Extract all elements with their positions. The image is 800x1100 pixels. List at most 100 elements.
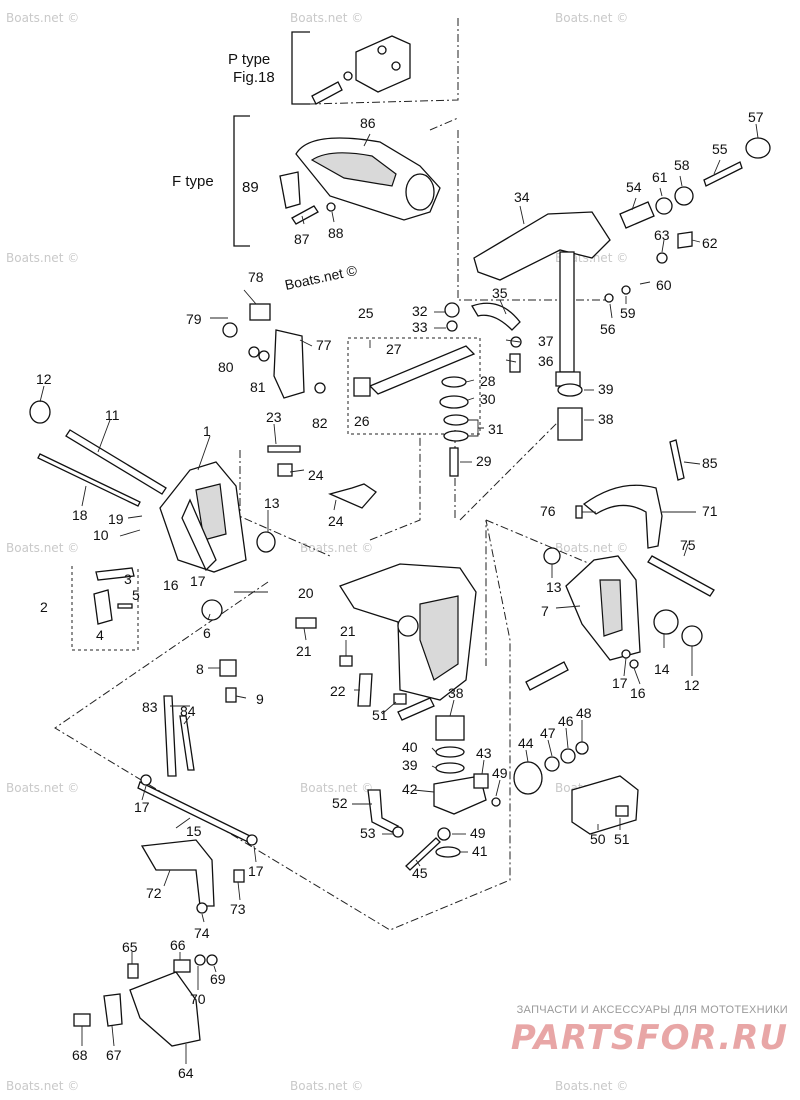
watermark: Boats.net © bbox=[555, 541, 628, 555]
brand-block: ЗАПЧАСТИ И АКСЕССУАРЫ ДЛЯ МОТОТЕХНИКИ PA… bbox=[511, 1004, 788, 1058]
part-number-70: 70 bbox=[190, 991, 206, 1007]
p-type-fig-label: Fig.18 bbox=[233, 69, 275, 86]
part-number-88: 88 bbox=[328, 225, 344, 241]
boundary-lines bbox=[54, 18, 610, 931]
part-number-39: 39 bbox=[598, 381, 614, 397]
part-number-27: 27 bbox=[386, 341, 402, 357]
part-number-45: 45 bbox=[412, 865, 428, 881]
tilt-lever-part bbox=[582, 484, 663, 549]
part-number-42: 42 bbox=[402, 781, 418, 797]
p-type-bracket bbox=[291, 31, 310, 105]
bracket-64-part bbox=[129, 971, 201, 1047]
part-number-25: 25 bbox=[358, 305, 374, 321]
part-number-87: 87 bbox=[294, 231, 310, 247]
part-number-10: 10 bbox=[93, 527, 109, 543]
cover-plate-part bbox=[571, 775, 639, 835]
part-number-49: 49 bbox=[492, 765, 508, 781]
part-number-78: 78 bbox=[248, 269, 264, 285]
part-number-74: 74 bbox=[194, 925, 210, 941]
watermark: Boats.net © bbox=[555, 1079, 628, 1093]
part-number-26: 26 bbox=[354, 413, 370, 429]
part-number-17-right: 17 bbox=[612, 675, 628, 691]
leader-lines bbox=[39, 123, 759, 1064]
part-labels: 1 2 3 4 5 6 7 8 9 10 11 12 13 13 14 12 1… bbox=[36, 109, 764, 1081]
watermark: Boats.net © bbox=[290, 1079, 363, 1093]
part-number-29: 29 bbox=[476, 453, 492, 469]
part-number-86: 86 bbox=[360, 115, 376, 131]
part-number-12-left: 12 bbox=[36, 371, 52, 387]
part-number-63: 63 bbox=[654, 227, 670, 243]
part-number-62: 62 bbox=[702, 235, 718, 251]
part-number-28: 28 bbox=[480, 373, 496, 389]
tilt-shaft-part bbox=[65, 429, 167, 495]
part-number-59: 59 bbox=[620, 305, 636, 321]
p-type-bracket-part bbox=[355, 35, 411, 93]
part-number-61: 61 bbox=[652, 169, 668, 185]
part-number-57: 57 bbox=[748, 109, 764, 125]
part-number-24: 24 bbox=[308, 467, 324, 483]
part-number-53: 53 bbox=[360, 825, 376, 841]
watermark: Boats.net © bbox=[300, 781, 373, 795]
watermark: Boats.net © bbox=[290, 11, 363, 25]
f-type-label: F type bbox=[172, 173, 214, 190]
part-number-43: 43 bbox=[476, 745, 492, 761]
watermark: Boats.net © bbox=[6, 781, 79, 795]
part-number-2: 2 bbox=[40, 599, 48, 615]
part-number-11: 11 bbox=[105, 407, 120, 423]
part-number-6: 6 bbox=[203, 625, 211, 641]
part-number-18: 18 bbox=[72, 507, 88, 523]
watermark: Boats.net © bbox=[6, 1079, 79, 1093]
f-type-bracket bbox=[233, 115, 250, 247]
part-number-58: 58 bbox=[674, 157, 690, 173]
part-number-39-lower: 39 bbox=[402, 757, 418, 773]
part-number-52: 52 bbox=[332, 795, 348, 811]
part-number-40: 40 bbox=[402, 739, 418, 755]
steering-bracket-part bbox=[473, 211, 611, 281]
part-number-33: 33 bbox=[412, 319, 428, 335]
part-number-81: 81 bbox=[250, 379, 266, 395]
part-number-20: 20 bbox=[298, 585, 314, 601]
part-number-16: 16 bbox=[163, 577, 179, 593]
part-number-35: 35 bbox=[492, 285, 508, 301]
part-number-48: 48 bbox=[576, 705, 592, 721]
part-number-80: 80 bbox=[218, 359, 234, 375]
part-number-47: 47 bbox=[540, 725, 556, 741]
part-number-83: 83 bbox=[142, 699, 158, 715]
part-number-23: 23 bbox=[266, 409, 282, 425]
part-number-13-right: 13 bbox=[546, 579, 562, 595]
brand-logo: PARTSFOR.RU bbox=[510, 1018, 788, 1058]
part-number-9: 9 bbox=[256, 691, 264, 707]
part-number-22: 22 bbox=[330, 683, 346, 699]
part-number-41: 41 bbox=[472, 843, 488, 859]
part-number-76: 76 bbox=[540, 503, 556, 519]
watermark: Boats.net © bbox=[300, 541, 373, 555]
part-number-19: 19 bbox=[108, 511, 124, 527]
part-number-30: 30 bbox=[480, 391, 496, 407]
part-number-44: 44 bbox=[518, 735, 534, 751]
part-number-67: 67 bbox=[106, 1047, 122, 1063]
part-number-21: 21 bbox=[296, 643, 312, 659]
part-number-82: 82 bbox=[312, 415, 328, 431]
watermark: Boats.net © bbox=[6, 251, 79, 265]
part-drawings bbox=[29, 35, 771, 1047]
brand-tagline: ЗАПЧАСТИ И АКСЕССУАРЫ ДЛЯ МОТОТЕХНИКИ bbox=[516, 1004, 788, 1016]
part-number-79: 79 bbox=[186, 311, 202, 327]
part-number-84: 84 bbox=[180, 703, 196, 719]
part-number-15: 15 bbox=[186, 823, 202, 839]
part-number-69: 69 bbox=[210, 971, 226, 987]
part-number-38-lower: 38 bbox=[448, 685, 464, 701]
watermark: Boats.net © bbox=[555, 11, 628, 25]
link-plate-part bbox=[368, 345, 476, 395]
part-number-7: 7 bbox=[541, 603, 549, 619]
part-number-32: 32 bbox=[412, 303, 428, 319]
part-number-4: 4 bbox=[96, 627, 104, 643]
part-number-17-lower-right: 17 bbox=[248, 863, 264, 879]
part-number-8: 8 bbox=[196, 661, 204, 677]
part-number-12-right: 12 bbox=[684, 677, 700, 693]
watermark: Boats.net © bbox=[6, 541, 79, 555]
part-number-85: 85 bbox=[702, 455, 718, 471]
part-number-38: 38 bbox=[598, 411, 614, 427]
part-number-72: 72 bbox=[146, 885, 162, 901]
part-number-77: 77 bbox=[316, 337, 332, 353]
